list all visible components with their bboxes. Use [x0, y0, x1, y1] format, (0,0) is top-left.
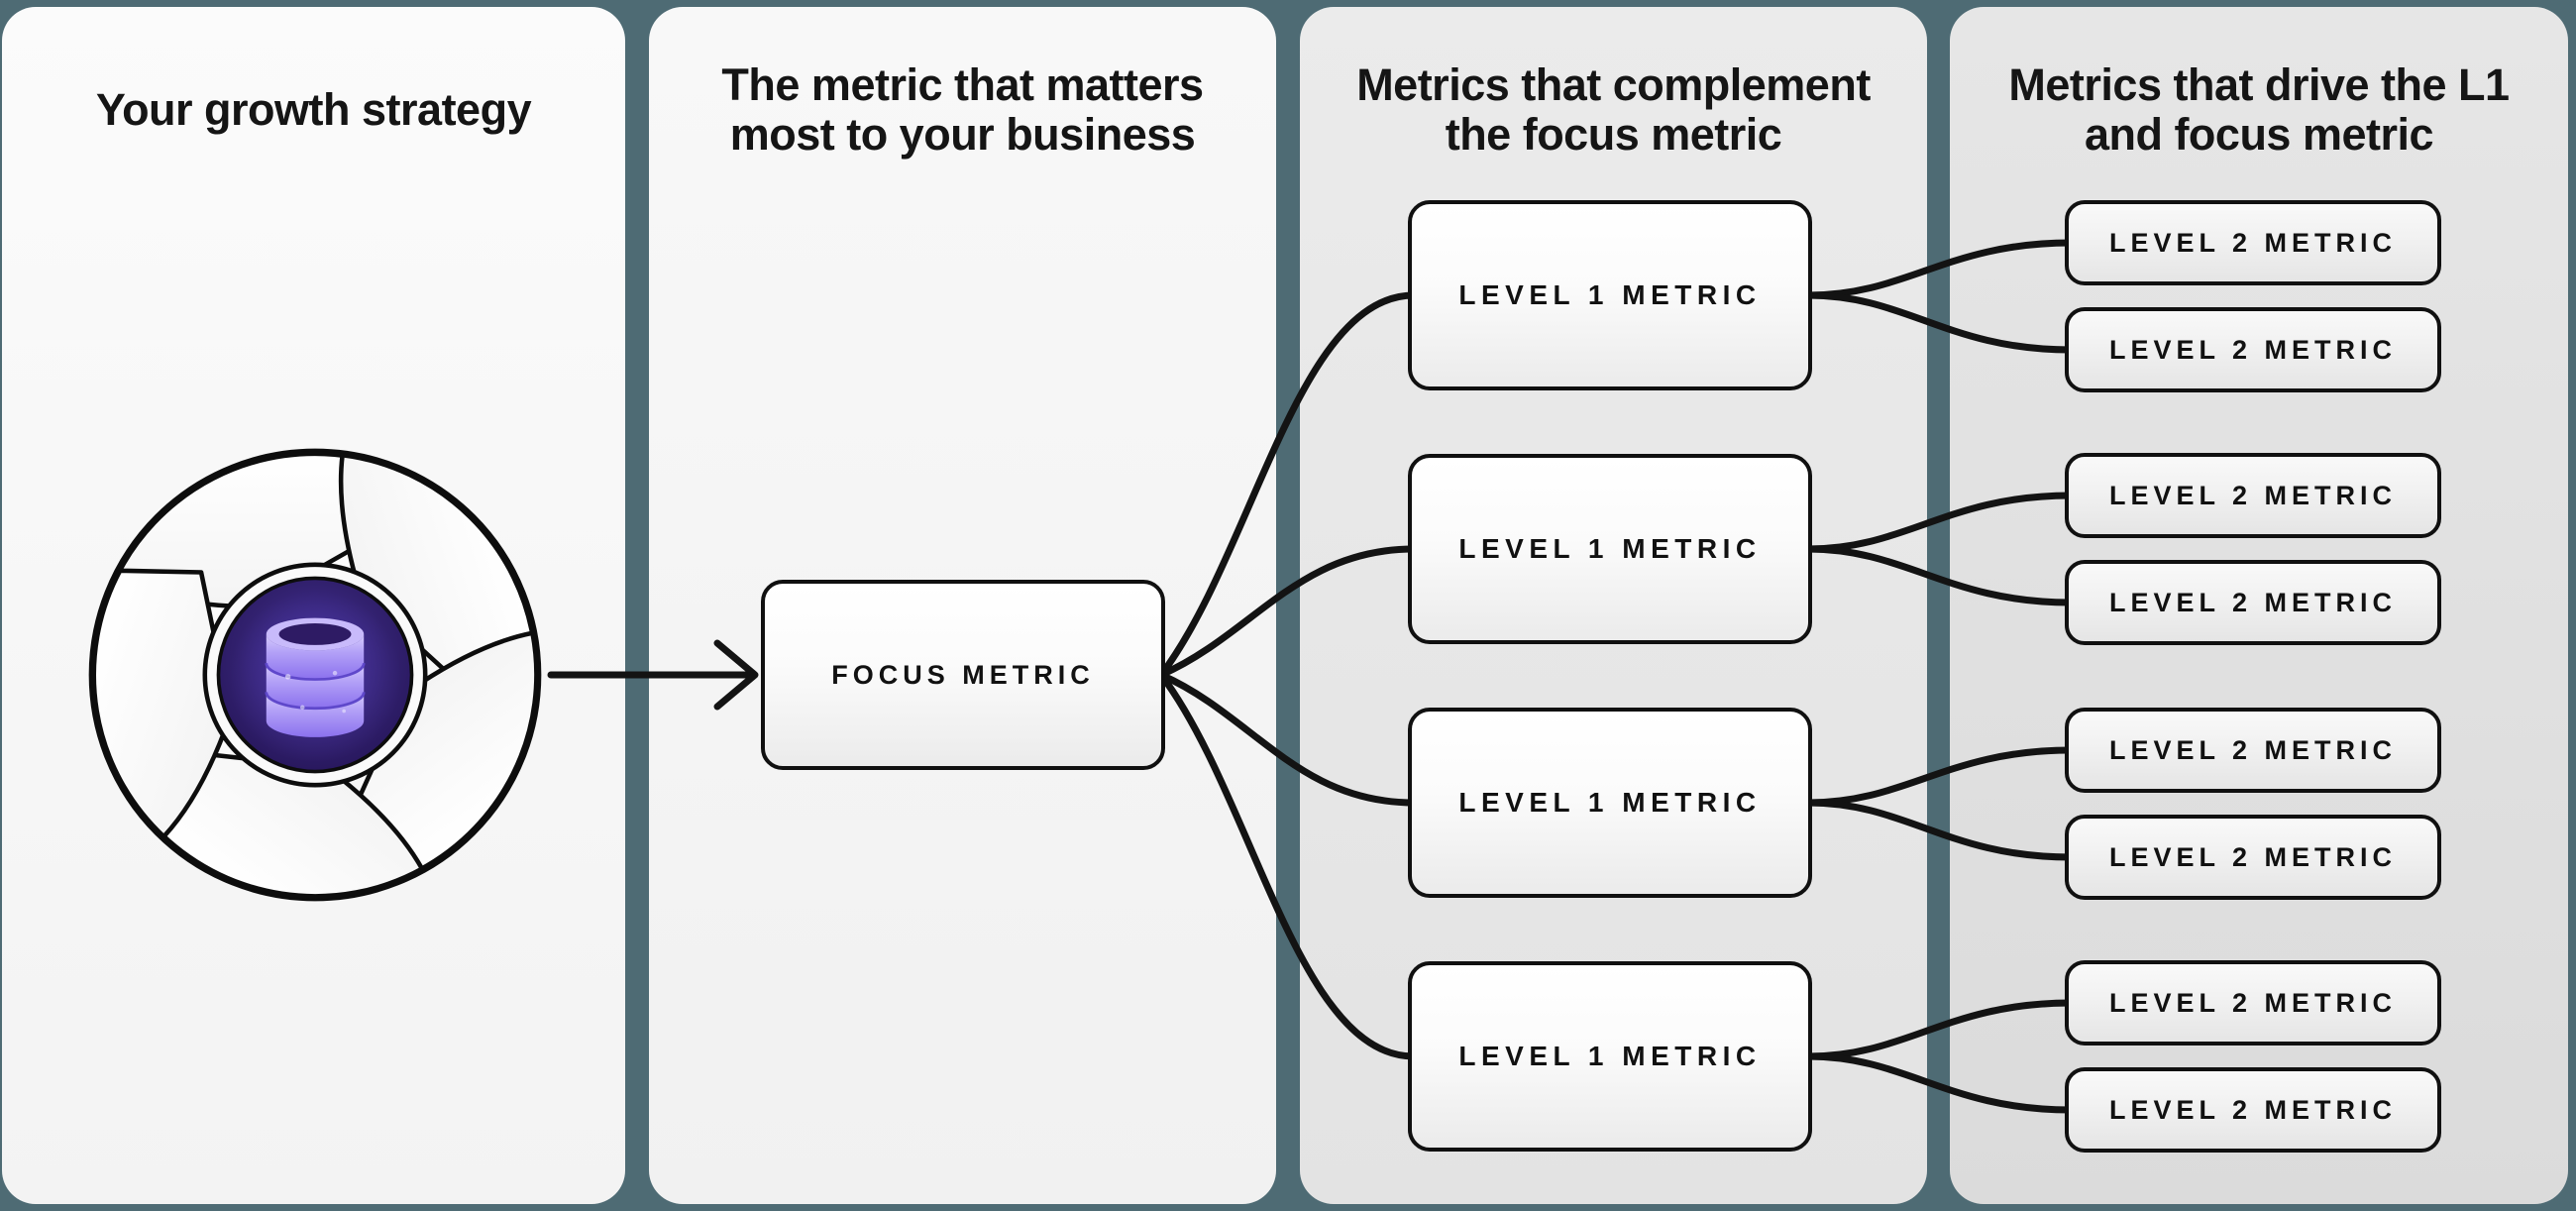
- connector-curve: [1157, 545, 1418, 679]
- flywheel-blades: [91, 451, 539, 899]
- node-label: LEVEL 2 METRIC: [2108, 587, 2398, 617]
- node-label: LEVEL 2 METRIC: [2108, 841, 2398, 872]
- node-label: LEVEL 2 METRIC: [2108, 334, 2398, 365]
- panel-title: The metric that matters most to your bus…: [721, 58, 1204, 160]
- level2-metric-node-2: LEVEL 2 METRIC: [2065, 307, 2441, 392]
- connector-curve: [1804, 239, 2075, 299]
- panel-title: Your growth strategy: [95, 83, 532, 135]
- connector-curve: [1157, 671, 1418, 807]
- node-label: LEVEL 1 METRIC: [1458, 279, 1762, 310]
- node-label: FOCUS METRIC: [831, 659, 1095, 690]
- panel-title: Metrics that drive the L1 and focus metr…: [2008, 58, 2510, 160]
- focus-metric-node: FOCUS METRIC: [761, 580, 1165, 770]
- connector-curve: [1804, 746, 2075, 807]
- level1-metric-node-2: LEVEL 1 METRIC: [1408, 454, 1812, 644]
- node-label: LEVEL 2 METRIC: [2108, 227, 2398, 258]
- level2-metric-node-7: LEVEL 2 METRIC: [2065, 960, 2441, 1046]
- level1-metric-node-3: LEVEL 1 METRIC: [1408, 708, 1812, 898]
- connector-curve: [1157, 291, 1418, 679]
- level2-metric-node-3: LEVEL 2 METRIC: [2065, 453, 2441, 538]
- connector-curve: [1804, 799, 2075, 861]
- level1-metric-node-4: LEVEL 1 METRIC: [1408, 961, 1812, 1152]
- node-label: LEVEL 2 METRIC: [2108, 480, 2398, 510]
- connector-curve: [1157, 671, 1418, 1060]
- connector-curve: [1804, 1052, 2075, 1114]
- connector-curve: [1804, 999, 2075, 1060]
- node-label: LEVEL 2 METRIC: [2108, 987, 2398, 1018]
- node-label: LEVEL 2 METRIC: [2108, 1094, 2398, 1125]
- level2-metric-node-4: LEVEL 2 METRIC: [2065, 560, 2441, 645]
- node-label: LEVEL 2 METRIC: [2108, 734, 2398, 765]
- level2-metric-node-6: LEVEL 2 METRIC: [2065, 815, 2441, 900]
- level2-metric-node-8: LEVEL 2 METRIC: [2065, 1067, 2441, 1153]
- connector-curve: [1804, 492, 2075, 553]
- node-label: LEVEL 1 METRIC: [1458, 1041, 1762, 1071]
- panel-title: Metrics that complement the focus metric: [1356, 58, 1871, 160]
- connector-curve: [1804, 291, 2075, 354]
- connector-curve: [1804, 545, 2075, 606]
- level2-metric-node-5: LEVEL 2 METRIC: [2065, 708, 2441, 793]
- growth-flywheel-icon: [88, 448, 542, 902]
- node-label: LEVEL 1 METRIC: [1458, 787, 1762, 818]
- database-icon: [265, 617, 366, 737]
- level2-metric-node-1: LEVEL 2 METRIC: [2065, 200, 2441, 285]
- node-label: LEVEL 1 METRIC: [1458, 533, 1762, 564]
- level1-metric-node-1: LEVEL 1 METRIC: [1408, 200, 1812, 390]
- arrow-right-icon: [713, 639, 759, 711]
